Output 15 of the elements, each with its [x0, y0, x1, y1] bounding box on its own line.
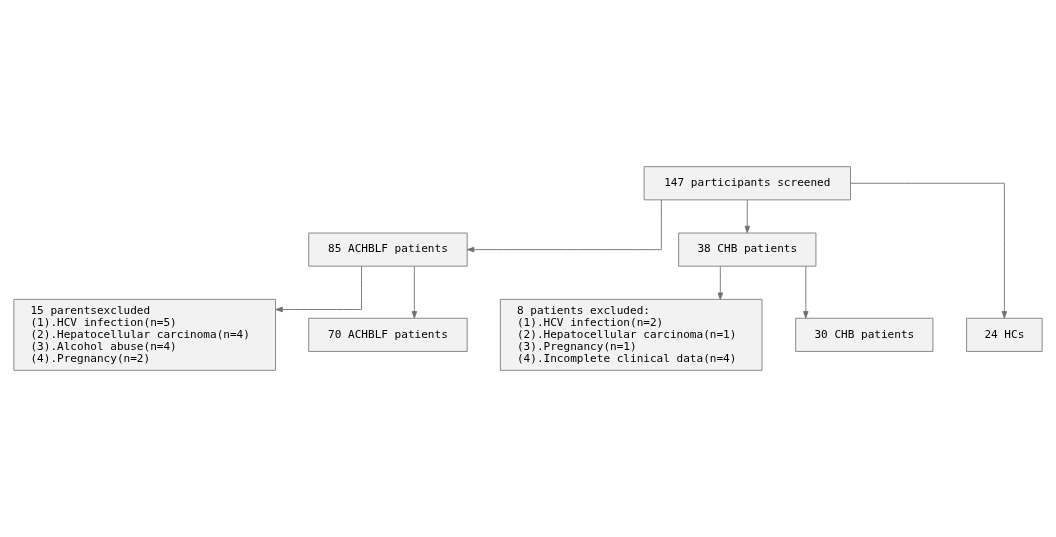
- arrow: [275, 265, 362, 313]
- arrow: [411, 266, 418, 319]
- arrow: [466, 199, 662, 253]
- node-box: 15 parentsexcluded (1).HCV infection(n=5) (2).Hepatocellular carcinoma(n=4) (3).Alcohol abuse(n=4) (4).Pregnancy(n=2): [13, 298, 276, 371]
- arrow: [850, 182, 1008, 319]
- node-box: 30 CHB patients: [795, 317, 934, 352]
- node-box: 38 CHB patients: [678, 232, 817, 267]
- arrow: [803, 266, 809, 319]
- arrow: [744, 199, 750, 234]
- node-box: 85 ACHBLF patients: [308, 232, 468, 267]
- node-box: 70 ACHBLF patients: [308, 317, 468, 352]
- node-box: 147 participants screened: [643, 166, 851, 201]
- node-box: 24 HCs: [966, 317, 1043, 352]
- arrow: [717, 266, 724, 300]
- node-box: 8 patients excluded: (1).HCV infection(n=2) (2).Hepatocellular carcinoma(n=1) (3).Pregnancy(n=1) (4).Incomplete clinical data(n=4): [499, 298, 763, 371]
